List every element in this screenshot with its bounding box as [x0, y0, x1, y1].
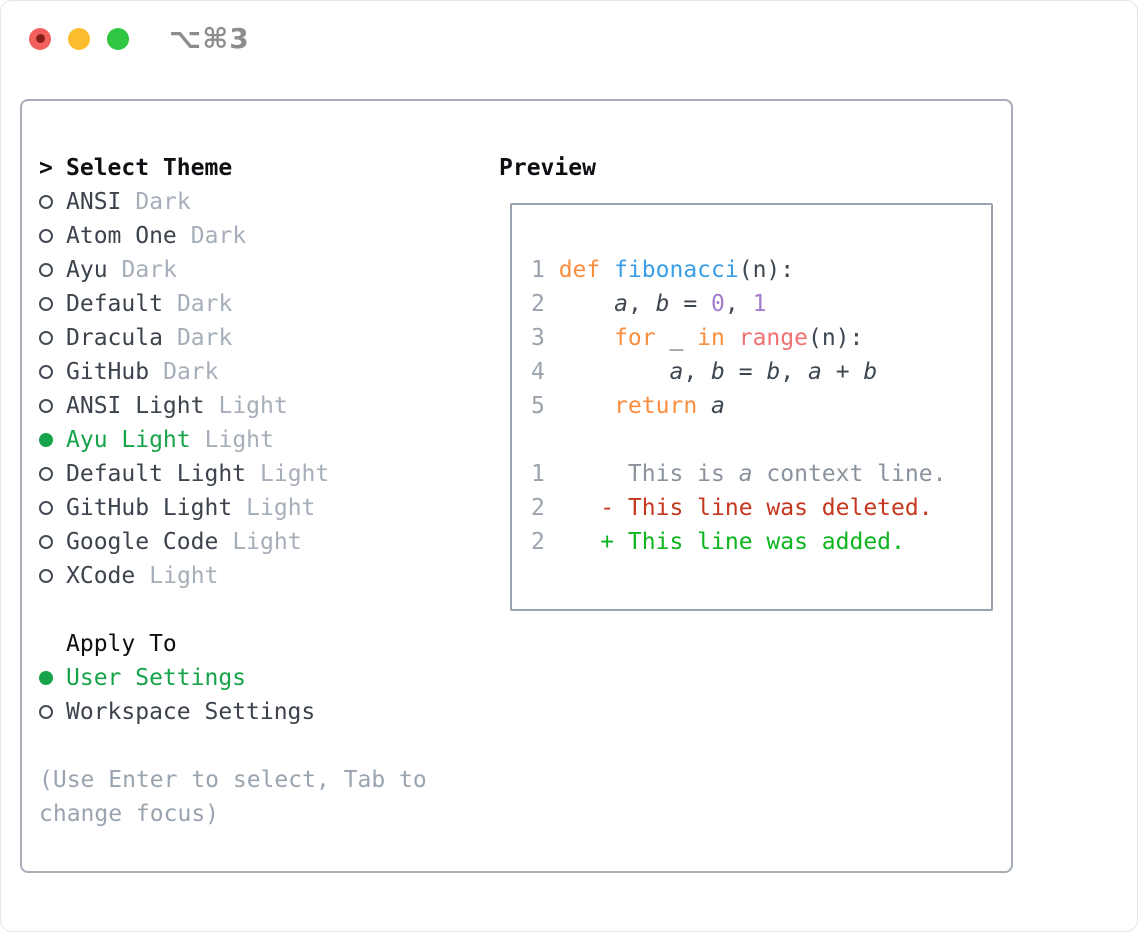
code-line: 3 for _ in range(n):	[531, 325, 864, 351]
unsaved-changes-dot-icon	[35, 34, 45, 43]
apply-to-header-label: Apply To	[66, 631, 177, 657]
radio-selected-icon	[39, 433, 53, 447]
theme-item-github-dark[interactable]: GitHub Dark	[39, 355, 499, 389]
main-panel: > Select Theme ANSI Dark Atom One Dark A…	[20, 99, 1013, 873]
apply-to-header: Apply To	[39, 627, 499, 661]
radio-icon	[39, 263, 53, 277]
code-line: 5 return a	[531, 393, 725, 419]
theme-item-xcode-light[interactable]: XCode Light	[39, 559, 499, 593]
diff-deleted-line: 2 - This line was deleted.	[531, 495, 933, 521]
radio-icon	[39, 229, 53, 243]
blank-line	[531, 423, 991, 457]
preview-header: Preview	[499, 155, 596, 181]
minimize-button[interactable]	[68, 27, 90, 50]
apply-to-workspace-settings[interactable]: Workspace Settings	[39, 695, 499, 729]
theme-item-ansi-dark[interactable]: ANSI Dark	[39, 185, 499, 219]
cursor-icon: >	[39, 155, 53, 181]
apply-to-user-settings[interactable]: User Settings	[39, 661, 499, 695]
theme-item-default-light[interactable]: Default Light Light	[39, 457, 499, 491]
radio-icon	[39, 705, 53, 719]
titlebar: ⌥⌘3	[1, 1, 1137, 76]
theme-selector-column: > Select Theme ANSI Dark Atom One Dark A…	[39, 151, 499, 831]
radio-icon	[39, 535, 53, 549]
select-theme-header-label: Select Theme	[66, 155, 233, 181]
maximize-button[interactable]	[107, 27, 129, 50]
theme-item-google-code-light[interactable]: Google Code Light	[39, 525, 499, 559]
traffic-lights	[29, 27, 129, 50]
keyboard-hint: (Use Enter to select, Tab to change focu…	[39, 767, 427, 827]
close-button[interactable]	[29, 27, 51, 50]
radio-selected-icon	[39, 671, 53, 685]
theme-item-ayu-light[interactable]: Ayu Light Light	[39, 423, 499, 457]
theme-item-dracula-dark[interactable]: Dracula Dark	[39, 321, 499, 355]
radio-icon	[39, 569, 53, 583]
diff-added-line: 2 + This line was added.	[531, 529, 905, 555]
code-line: 4 a, b = b, a + b	[531, 359, 878, 385]
theme-item-atom-one-dark[interactable]: Atom One Dark	[39, 219, 499, 253]
radio-icon	[39, 399, 53, 413]
code-line: 2 a, b = 0, 1	[531, 291, 767, 317]
radio-icon	[39, 297, 53, 311]
radio-icon	[39, 331, 53, 345]
diff-context-line: 1 This is a context line.	[531, 461, 947, 487]
radio-icon	[39, 467, 53, 481]
theme-item-default-dark[interactable]: Default Dark	[39, 287, 499, 321]
theme-item-ansi-light[interactable]: ANSI Light Light	[39, 389, 499, 423]
radio-icon	[39, 501, 53, 515]
theme-item-github-light[interactable]: GitHub Light Light	[39, 491, 499, 525]
theme-item-ayu-dark[interactable]: Ayu Dark	[39, 253, 499, 287]
radio-icon	[39, 365, 53, 379]
radio-icon	[39, 195, 53, 209]
window-title: ⌥⌘3	[169, 22, 250, 55]
select-theme-header: > Select Theme	[39, 151, 499, 185]
